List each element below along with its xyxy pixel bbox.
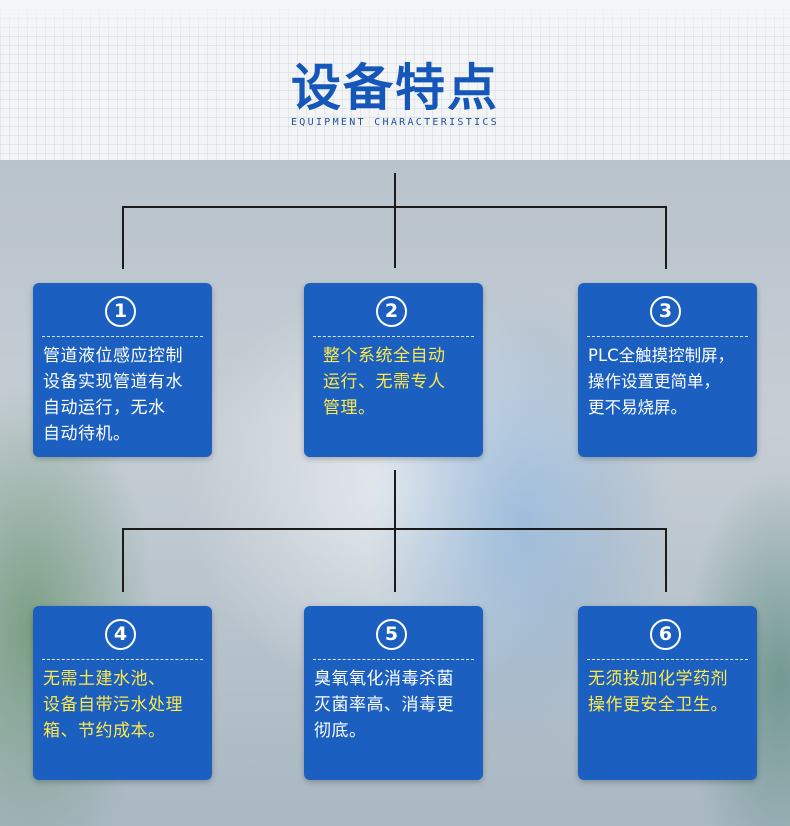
- feature-card-3: 3 PLC全触摸控制屏， 操作设置更简单， 更不易烧屏。: [578, 283, 757, 457]
- feature-number-badge: 4: [105, 619, 136, 650]
- connector-bottom-left: [122, 528, 124, 592]
- connector-bottom-right: [665, 528, 667, 592]
- page-subtitle: EQUIPMENT CHARACTERISTICS: [290, 117, 499, 128]
- feature-card-5: 5 臭氧氧化消毒杀菌 灭菌率高、消毒更 彻底。: [304, 606, 483, 780]
- feature-text: PLC全触摸控制屏， 操作设置更简单， 更不易烧屏。: [588, 346, 735, 417]
- connector-top-right: [665, 206, 667, 269]
- page-title: 设备特点: [291, 59, 499, 117]
- feature-number-badge: 2: [376, 296, 407, 327]
- feature-number-badge: 3: [650, 296, 681, 327]
- connector-top-left: [122, 206, 124, 269]
- feature-text: 无须投加化学药剂 操作更安全卫生。: [588, 669, 728, 715]
- feature-card-6: 6 无须投加化学药剂 操作更安全卫生。: [578, 606, 757, 780]
- dashed-divider: [313, 659, 474, 660]
- connector-top-trunk: [394, 173, 396, 268]
- feature-text: 管道液位感应控制 设备实现管道有水 自动运行，无水 自动待机。: [43, 346, 183, 444]
- feature-card-1: 1 管道液位感应控制 设备实现管道有水 自动运行，无水 自动待机。: [33, 283, 212, 457]
- feature-card-2: 2 整个系统全自动 运行、无需专人 管理。: [304, 283, 483, 457]
- dashed-divider: [587, 659, 748, 660]
- feature-number-badge: 6: [650, 619, 681, 650]
- dashed-divider: [42, 659, 203, 660]
- feature-text: 整个系统全自动 运行、无需专人 管理。: [323, 346, 446, 418]
- feature-number-badge: 5: [376, 619, 407, 650]
- dashed-divider: [313, 336, 474, 337]
- feature-text: 臭氧氧化消毒杀菌 灭菌率高、消毒更 彻底。: [314, 669, 454, 741]
- connector-bottom-bar: [122, 528, 667, 530]
- feature-card-4: 4 无需土建水池、 设备自带污水处理 箱、节约成本。: [33, 606, 212, 780]
- header-fade: [0, 0, 790, 40]
- connector-top-bar: [122, 206, 667, 208]
- dashed-divider: [42, 336, 203, 337]
- header-section: 设备特点 EQUIPMENT CHARACTERISTICS: [0, 0, 790, 160]
- dashed-divider: [587, 336, 748, 337]
- feature-text: 无需土建水池、 设备自带污水处理 箱、节约成本。: [43, 669, 183, 741]
- feature-number-badge: 1: [105, 296, 136, 327]
- connector-bottom-trunk: [394, 470, 396, 592]
